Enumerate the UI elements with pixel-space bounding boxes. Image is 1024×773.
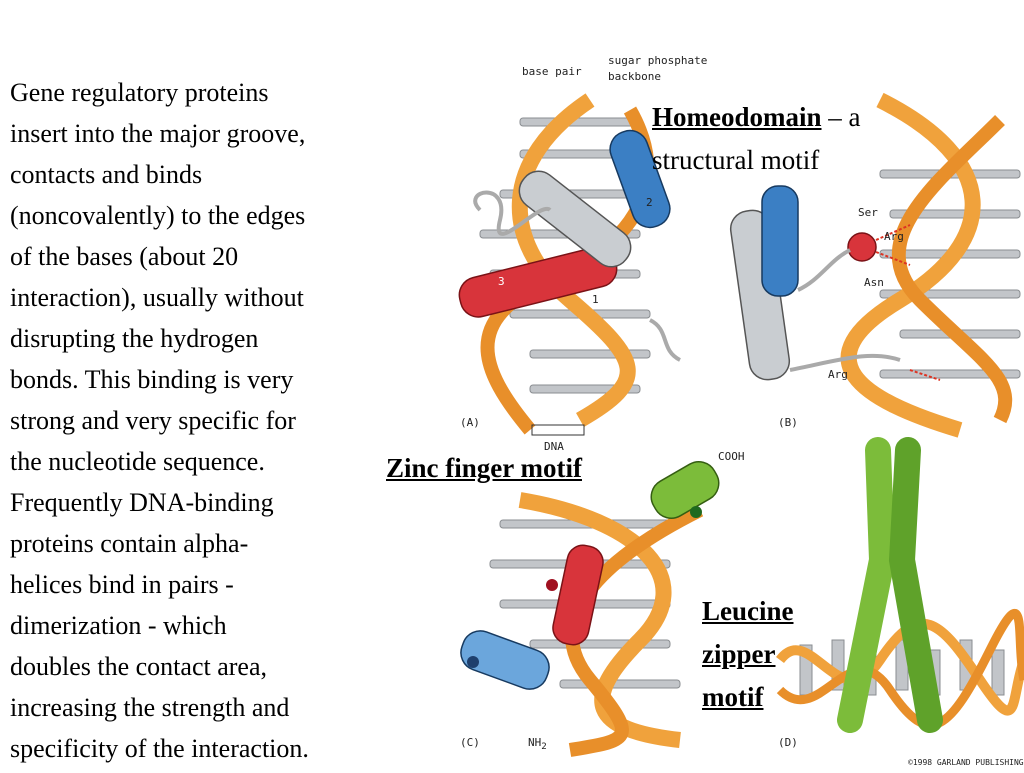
body-text-line: (noncovalently) to the edges	[10, 201, 306, 230]
panel-c-label: (C)	[460, 736, 480, 749]
body-text-line: Frequently DNA-binding	[10, 488, 274, 517]
panel-b-label: (B)	[778, 416, 798, 429]
panel-d-label: (D)	[778, 736, 798, 749]
body-paragraph: Gene regulatory proteins insert into the …	[10, 72, 410, 769]
panel-d-illustration	[776, 437, 1024, 733]
backbone-label: backbone	[608, 70, 661, 83]
arg-label-2: Arg	[828, 368, 848, 381]
panel-b-illustration	[729, 92, 1021, 438]
body-text-line: of the bases (about 20	[10, 242, 239, 271]
nh2-label: NH2	[528, 736, 547, 753]
homeodomain-title: Homeodomain – a	[652, 102, 861, 132]
panel-c-illustration	[460, 461, 720, 757]
leucine-zipper-title-line3: motif	[702, 682, 764, 712]
copyright-notice: ©1998 GARLAND PUBLISHING	[908, 758, 1024, 767]
sugar-phosphate-label: sugar phosphate	[608, 54, 708, 67]
helix-1-label: 1	[592, 293, 599, 306]
body-text-line: strong and very specific for	[10, 406, 296, 435]
body-text-line: increasing the strength and	[10, 693, 290, 722]
base-pair-label: base pair	[522, 65, 582, 78]
panel-a-illustration	[458, 93, 682, 436]
body-text-line: the nucleotide sequence.	[10, 447, 265, 476]
zinc-finger-title: Zinc finger motif	[386, 453, 582, 483]
leucine-zipper-title-line2: zipper	[702, 639, 776, 669]
panel-a-label: (A)	[460, 416, 480, 429]
body-text-line: contacts and binds	[10, 160, 203, 189]
body-text-line: insert into the major groove,	[10, 119, 306, 148]
helix-2-label: 2	[646, 196, 653, 209]
body-text-line: specificity of the interaction.	[10, 734, 309, 763]
body-text-line: dimerization - which	[10, 611, 227, 640]
arg-label-1: Arg	[884, 230, 904, 243]
body-text-line: bonds. This binding is very	[10, 365, 294, 394]
cooh-label: COOH	[718, 450, 745, 463]
leucine-zipper-title-line1: Leucine	[702, 596, 794, 626]
ser-label: Ser	[858, 206, 878, 219]
body-text-line: doubles the contact area,	[10, 652, 267, 681]
figure-illustration	[458, 92, 1024, 757]
body-text-line: helices bind in pairs -	[10, 570, 234, 599]
body-text-line: Gene regulatory proteins	[10, 78, 269, 107]
homeodomain-subtitle: structural motif	[652, 145, 820, 175]
dna-binding-motifs-figure: base pair sugar phosphate backbone (A) (…	[386, 40, 1024, 768]
body-text-line: interaction), usually without	[10, 283, 304, 312]
body-text-line: proteins contain alpha-	[10, 529, 249, 558]
helix-3-label: 3	[498, 275, 505, 288]
dna-label: DNA	[544, 440, 564, 453]
asn-label: Asn	[864, 276, 884, 289]
body-text-line: disrupting the hydrogen	[10, 324, 259, 353]
